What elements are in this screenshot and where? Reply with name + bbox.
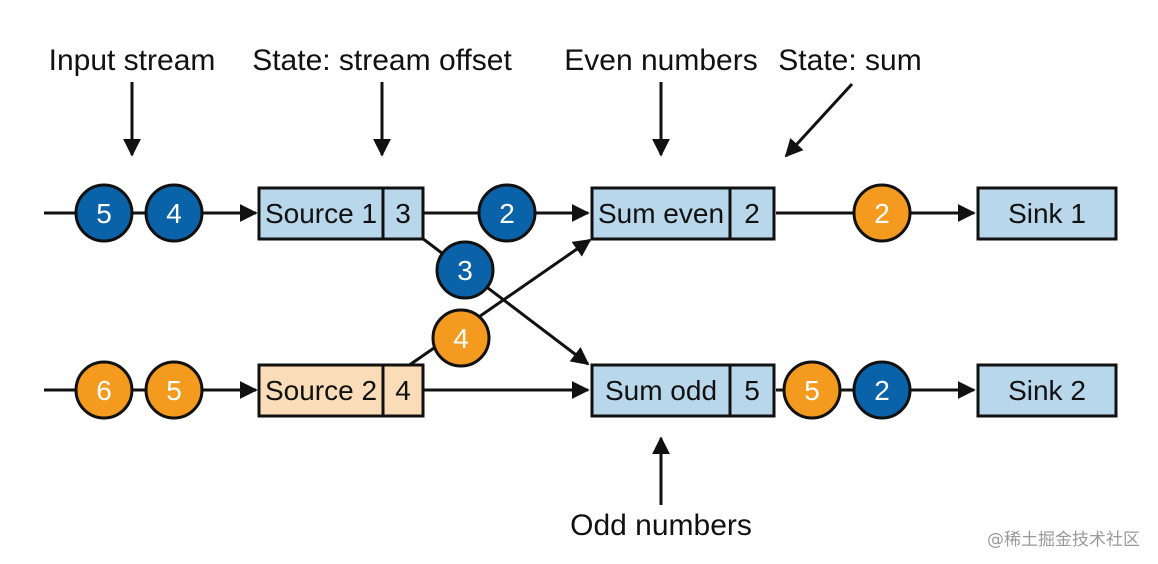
record-odd-out-a: 5: [782, 360, 842, 420]
source1-name: Source 1: [265, 198, 377, 229]
record-source1-to-odd: 3: [435, 240, 495, 300]
operator-source2: Source 2 4: [257, 363, 425, 418]
label-odd-numbers: Odd numbers: [570, 509, 752, 542]
source2-state: 4: [395, 375, 411, 406]
sum-odd-state: 5: [744, 375, 760, 406]
svg-text:3: 3: [457, 255, 473, 286]
watermark-text: @稀土掘金技术社区: [987, 530, 1140, 550]
label-input-stream: Input stream: [49, 44, 216, 77]
svg-text:5: 5: [96, 198, 112, 229]
sink2-name: Sink 2: [1008, 375, 1086, 406]
record-in1-b: 4: [144, 183, 204, 243]
sum-even-state: 2: [744, 198, 760, 229]
sum-odd-name: Sum odd: [605, 375, 717, 406]
sink1-name: Sink 1: [1008, 198, 1086, 229]
source1-state: 3: [395, 198, 411, 229]
operator-sink1: Sink 1: [976, 186, 1118, 241]
record-even-out: 2: [852, 183, 912, 243]
svg-text:6: 6: [96, 375, 112, 406]
record-in2-b: 5: [144, 360, 204, 420]
label-even-numbers: Even numbers: [564, 44, 757, 77]
source2-name: Source 2: [265, 375, 377, 406]
svg-text:2: 2: [499, 198, 515, 229]
record-source1-to-even: 2: [477, 183, 537, 243]
sum-even-name: Sum even: [598, 198, 724, 229]
svg-text:2: 2: [874, 198, 890, 229]
label-state-sum: State: sum: [778, 44, 921, 77]
record-odd-out-b: 2: [852, 360, 912, 420]
svg-text:5: 5: [804, 375, 820, 406]
label-state-stream-offset: State: stream offset: [252, 44, 512, 77]
svg-text:5: 5: [166, 375, 182, 406]
record-in2-a: 6: [74, 360, 134, 420]
record-in1-a: 5: [74, 183, 134, 243]
record-source2-to-even: 4: [431, 308, 491, 368]
svg-text:4: 4: [166, 198, 182, 229]
operator-sum-odd: Sum odd 5: [590, 363, 776, 418]
svg-text:4: 4: [453, 323, 469, 354]
operator-source1: Source 1 3: [257, 186, 425, 241]
operator-sum-even: Sum even 2: [590, 186, 776, 241]
svg-text:2: 2: [874, 375, 890, 406]
operator-sink2: Sink 2: [976, 363, 1118, 418]
arrow-state-sum: [784, 82, 854, 158]
